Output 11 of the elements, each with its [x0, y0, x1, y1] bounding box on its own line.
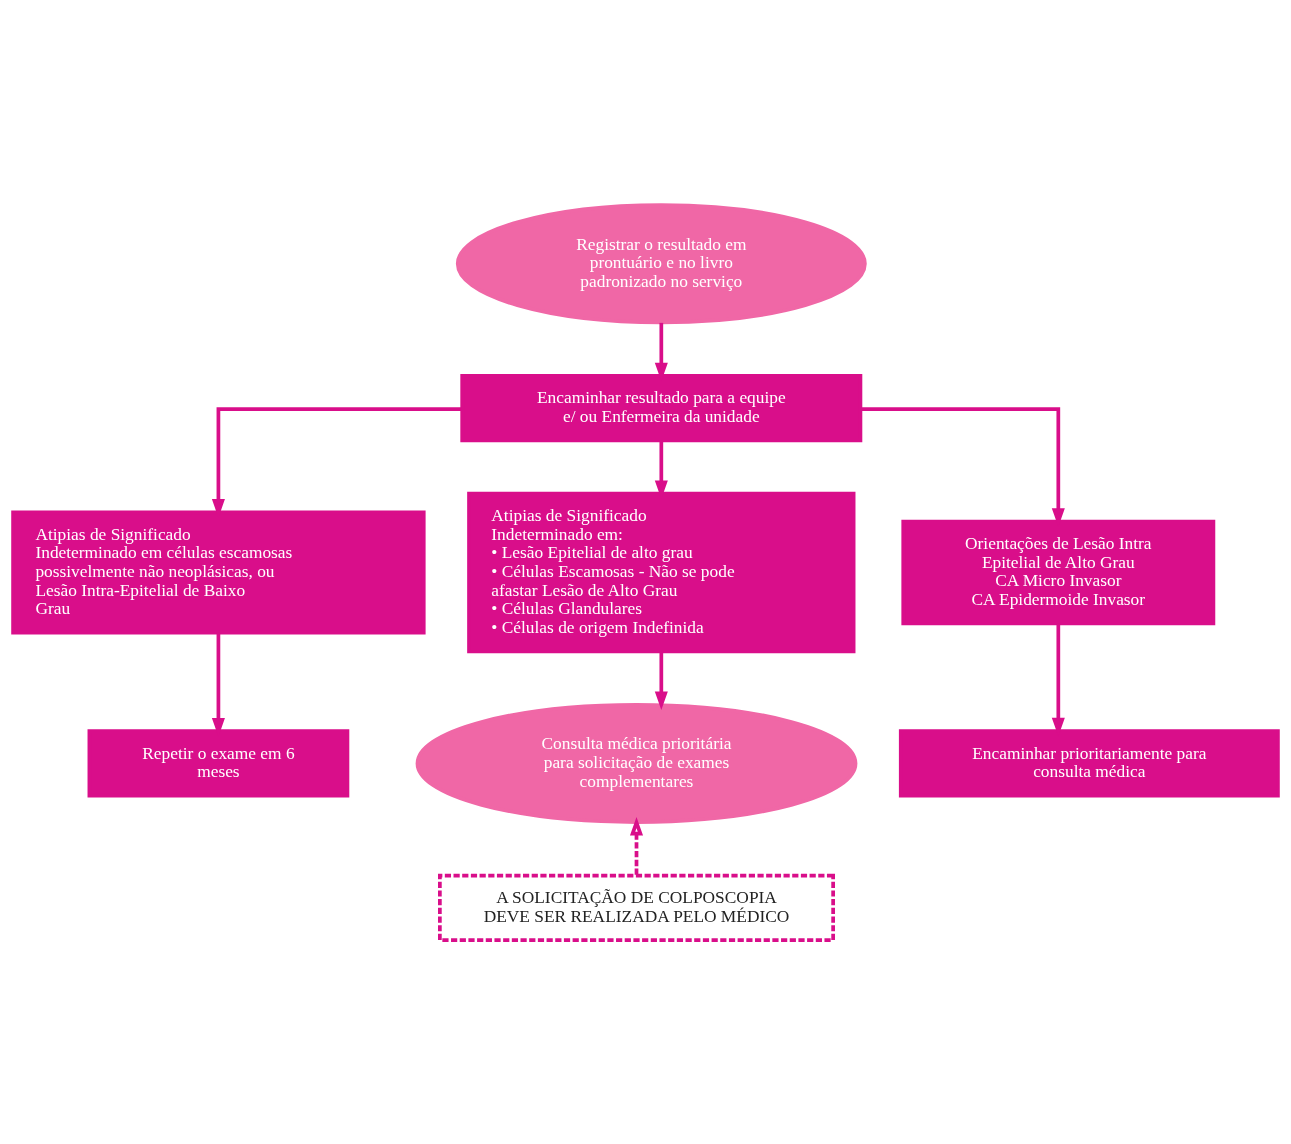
node-ellipse: Registrar o resultado em prontuário e no livro padronizado no serviço — [455, 202, 867, 324]
node-box: Encaminhar prioritariamente para consulta médica — [898, 728, 1280, 797]
node-box: Atipias de Significado Indeterminado em células escamosas possivelmente não neoplásicas, ou Lesão Intra-Epitelial de Baixo Grau — [11, 509, 426, 635]
node-box: A SOLICITAÇÃO DE COLPOSCOPIA DEVE SER REALIZADA PELO MÉDICO — [438, 873, 835, 942]
node-box: Repetir o exame em 6 meses — [87, 728, 350, 797]
node-box: Atipias de Significado Indeterminado em: • Lesão Epitelial de alto grau • Células Escamosas - Não se pode afastar Lesão de Alto Grau • Células Glandulares • Células de origem Indefinida — [467, 491, 856, 653]
arrow — [629, 816, 644, 875]
node-ellipse: Consulta médica prioritária para solicitação de exames complementares — [415, 702, 858, 824]
arrow — [654, 651, 668, 710]
node-box: Encaminhar resultado para a equipe e/ ou Enfermeira da unidade — [460, 373, 863, 442]
node-box: Orientações de Lesão Intra Epitelial de Alto Grau CA Micro Invasor CA Epidermoide Invasor — [901, 519, 1216, 625]
